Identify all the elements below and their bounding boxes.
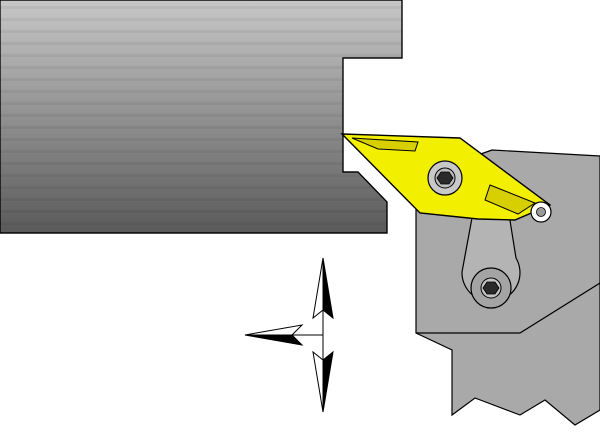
cutting-insert (340, 133, 552, 223)
workpiece-band (0, 186, 402, 189)
clamp-screw (470, 267, 512, 309)
workpiece-band (0, 138, 402, 141)
workpiece-band (0, 102, 402, 105)
workpiece-band (0, 162, 402, 165)
workpiece-band (0, 18, 402, 21)
workpiece (0, 0, 403, 234)
workpiece-banding (0, 6, 402, 225)
arrow-down (312, 350, 334, 413)
insert-screw (427, 160, 463, 196)
workpiece-band (0, 222, 402, 225)
workpiece-band (0, 174, 402, 177)
workpiece-band (0, 210, 402, 213)
workpiece-band (0, 114, 402, 117)
hex-socket-screw-icon (482, 281, 500, 295)
workpiece-band (0, 78, 402, 81)
insert-chipbreaker-lower (484, 184, 537, 215)
arrow-left (244, 324, 304, 346)
feed-direction-arrows-icon (244, 257, 334, 413)
insert-chipbreaker-upper (351, 137, 419, 152)
workpiece-band (0, 150, 402, 153)
workpiece-band (0, 126, 402, 129)
holder-bevel-line (416, 282, 600, 334)
workpiece-band (0, 54, 402, 57)
workpiece-band (0, 30, 402, 33)
holder-pin (530, 201, 552, 223)
workpiece-band (0, 42, 402, 45)
workpiece-outline (0, 0, 403, 234)
workpiece-band (0, 6, 402, 9)
arrow-up (312, 257, 334, 320)
workpiece-band (0, 66, 402, 69)
workpiece-band (0, 198, 402, 201)
workpiece-band (0, 90, 402, 93)
hex-socket-screw-icon (436, 171, 454, 185)
